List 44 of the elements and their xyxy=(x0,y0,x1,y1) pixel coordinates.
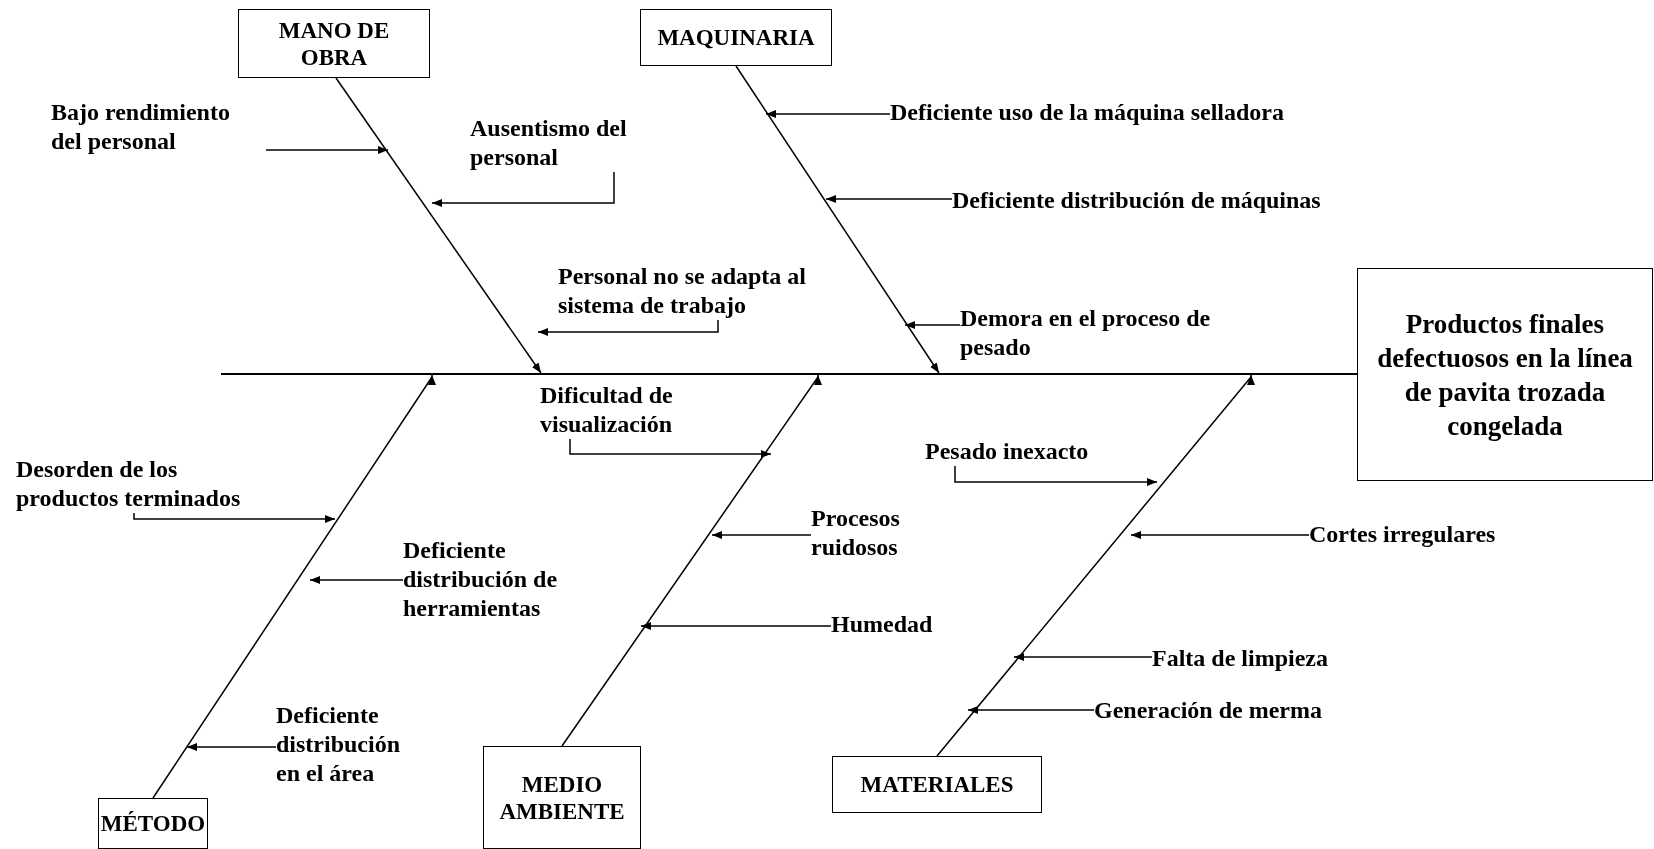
arrow xyxy=(904,321,961,329)
cause-label: Humedad xyxy=(831,610,933,639)
cause-label: Ausentismo del personal xyxy=(470,114,670,172)
arrow xyxy=(954,465,1158,486)
arrow xyxy=(186,743,277,751)
cause-label: Dificultad de visualización xyxy=(540,381,730,439)
cause-label: Deficiente distribución de herramientas xyxy=(403,536,613,623)
cause-label: Desorden de los productos terminados xyxy=(16,455,276,513)
category-box: MAQUINARIA xyxy=(640,9,832,66)
bone-arrow xyxy=(335,77,542,374)
cause-label: Demora en el proceso de pesado xyxy=(960,304,1260,362)
arrow xyxy=(1013,653,1153,661)
cause-label: Procesos ruidosos xyxy=(811,504,961,562)
arrow xyxy=(265,146,389,154)
bone-arrow xyxy=(735,65,940,374)
cause-label: Deficiente uso de la máquina selladora xyxy=(890,98,1284,127)
arrow xyxy=(765,110,891,118)
cause-label: Falta de limpieza xyxy=(1152,644,1328,673)
cause-label: Personal no se adapta al sistema de trabajo xyxy=(558,262,878,320)
category-box: MATERIALES xyxy=(832,756,1042,813)
category-box: MANO DE OBRA xyxy=(238,9,430,78)
spine-line xyxy=(221,373,1357,375)
cause-label: Deficiente distribución en el área xyxy=(276,701,426,788)
bone-arrow xyxy=(152,374,436,799)
arrow xyxy=(537,319,719,336)
category-box: MEDIO AMBIENTE xyxy=(483,746,641,849)
arrow xyxy=(711,531,812,539)
arrow xyxy=(133,512,336,523)
effect-box: Productos finales defectuosos en la línea de pavita trozada congelada xyxy=(1357,268,1653,481)
cause-label: Bajo rendimiento del personal xyxy=(51,98,266,156)
arrow xyxy=(1130,531,1310,539)
arrow xyxy=(825,195,953,203)
arrow xyxy=(569,438,772,458)
arrow xyxy=(309,576,404,584)
arrow xyxy=(967,706,1095,714)
cause-label: Cortes irregulares xyxy=(1309,520,1496,549)
cause-label: Generación de merma xyxy=(1094,696,1322,725)
cause-label: Pesado inexacto xyxy=(925,437,1089,466)
arrow xyxy=(431,171,615,207)
cause-label: Deficiente distribución de máquinas xyxy=(952,186,1321,215)
bone-arrow xyxy=(561,374,822,747)
arrow xyxy=(640,622,832,630)
category-box: MÉTODO xyxy=(98,798,208,849)
bone-arrow xyxy=(936,374,1255,757)
